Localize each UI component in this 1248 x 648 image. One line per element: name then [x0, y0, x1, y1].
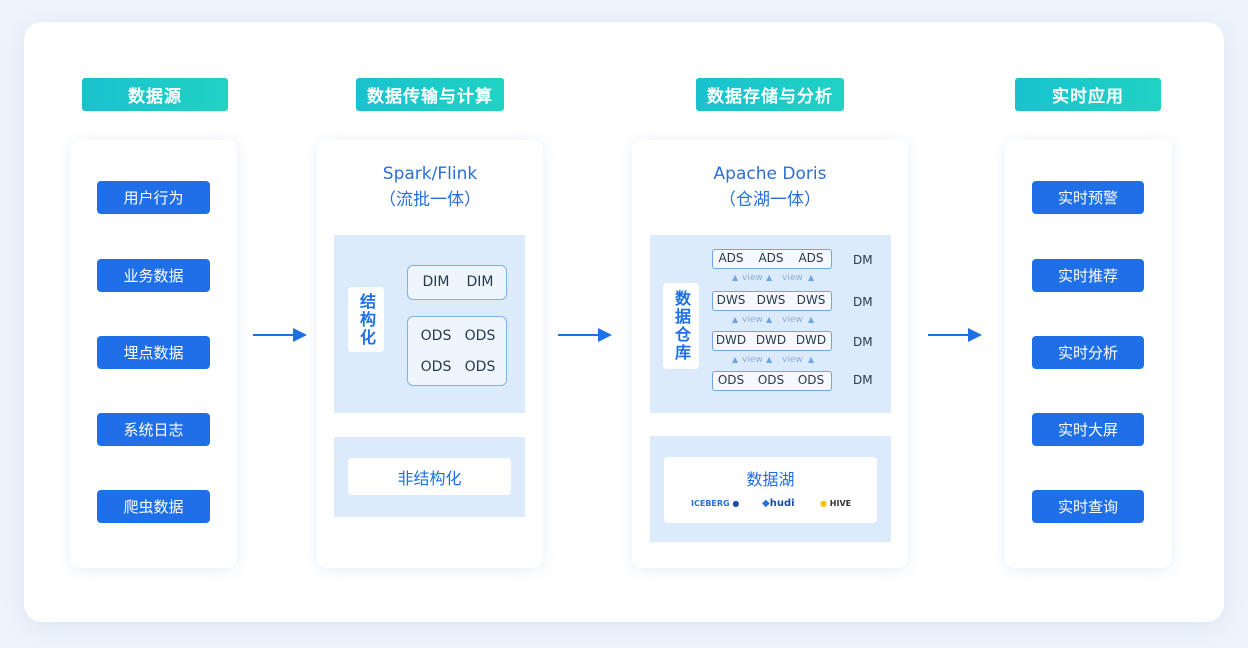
layer-dws: DWS DWS DWS — [712, 291, 832, 311]
app-item: 实时预警 — [1032, 181, 1144, 214]
ods-cell: ODS — [464, 328, 496, 344]
app-item: 实时推荐 — [1032, 259, 1144, 292]
source-item: 爬虫数据 — [97, 490, 210, 523]
lake-card: 数据湖 ICEBERG ● ◆hudi ● HIVE — [664, 457, 877, 523]
hudi-logo: ◆hudi — [762, 498, 795, 509]
layer-cell: ADS — [798, 251, 824, 265]
dm-label: DM — [853, 295, 873, 309]
up-arrow-icon: ▲ — [808, 315, 815, 324]
compute-panel: Spark/Flink （流批一体） 结构化 DIM DIM ODS ODS O… — [317, 140, 543, 568]
header-apps: 实时应用 — [1015, 78, 1161, 111]
iceberg-logo-text: ICEBERG — [691, 499, 730, 508]
layer-ads: ADS ADS ADS — [712, 249, 832, 269]
ods-box: ODS ODS ODS ODS — [407, 316, 507, 386]
up-arrow-icon: ▲ — [808, 355, 815, 364]
ods-cell: ODS — [464, 359, 496, 375]
structured-box: 结构化 DIM DIM ODS ODS ODS ODS — [334, 235, 525, 413]
layer-cell: DWS — [756, 293, 786, 307]
layer-dwd: DWD DWD DWD — [712, 331, 832, 351]
dim-cell: DIM — [466, 274, 494, 290]
dim-cell: DIM — [422, 274, 450, 290]
up-arrow-icon: ▲ — [732, 273, 739, 282]
storage-subtitle: （仓湖一体） — [719, 190, 821, 210]
app-item: 实时大屏 — [1032, 413, 1144, 446]
unstructured-label: 非结构化 — [348, 458, 511, 495]
view-label: view — [742, 273, 763, 283]
dim-box: DIM DIM — [407, 265, 507, 300]
storage-panel: Apache Doris （仓湖一体） 数据仓库 ADS ADS ADS DM … — [632, 140, 908, 568]
up-arrow-icon: ▲ — [766, 273, 773, 282]
lake-box: 数据湖 ICEBERG ● ◆hudi ● HIVE — [650, 436, 891, 542]
layer-cell: ODS — [797, 373, 825, 387]
sources-panel: 用户行为 业务数据 埋点数据 系统日志 爬虫数据 — [70, 140, 237, 568]
lake-label: 数据湖 — [746, 470, 795, 489]
view-label: view — [742, 355, 763, 365]
source-item: 用户行为 — [97, 181, 210, 214]
unstructured-box: 非结构化 — [334, 437, 525, 517]
layer-cell: DWS — [716, 293, 746, 307]
view-label: view — [782, 315, 803, 325]
up-arrow-icon: ▲ — [808, 273, 815, 282]
storage-title: Apache Doris — [713, 164, 827, 184]
compute-subtitle: （流批一体） — [379, 190, 481, 210]
app-item: 实时分析 — [1032, 336, 1144, 369]
warehouse-label: 数据仓库 — [663, 283, 699, 369]
dm-label: DM — [853, 253, 873, 267]
dm-label: DM — [853, 335, 873, 349]
up-arrow-icon: ▲ — [732, 355, 739, 364]
layer-cell: ODS — [757, 373, 785, 387]
iceberg-logo: ICEBERG ● — [691, 499, 740, 508]
flow-arrow — [928, 328, 982, 342]
view-row: ▲ view ▲ view ▲ — [724, 273, 834, 285]
compute-title: Spark/Flink — [382, 164, 478, 184]
structured-label-text: 结构化 — [357, 292, 376, 347]
hive-logo-text: HIVE — [829, 499, 852, 508]
hudi-logo-text: hudi — [769, 498, 795, 509]
layer-ods: ODS ODS ODS — [712, 371, 832, 391]
layer-cell: ADS — [758, 251, 784, 265]
flow-arrow — [558, 328, 612, 342]
layer-cell: DWD — [795, 333, 827, 347]
view-label: view — [782, 273, 803, 283]
header-compute: 数据传输与计算 — [356, 78, 504, 111]
app-item: 实时查询 — [1032, 490, 1144, 523]
source-item: 系统日志 — [97, 413, 210, 446]
layer-cell: ADS — [718, 251, 744, 265]
structured-label: 结构化 — [348, 287, 384, 352]
warehouse-box: 数据仓库 ADS ADS ADS DM ▲ view ▲ view ▲ DWS … — [650, 235, 891, 413]
ods-cell: ODS — [420, 328, 452, 344]
view-row: ▲ view ▲ view ▲ — [724, 355, 834, 367]
source-item: 埋点数据 — [97, 336, 210, 369]
hive-logo: ● HIVE — [820, 499, 852, 508]
source-item: 业务数据 — [97, 259, 210, 292]
ods-cell: ODS — [420, 359, 452, 375]
view-label: view — [782, 355, 803, 365]
up-arrow-icon: ▲ — [766, 315, 773, 324]
header-sources: 数据源 — [82, 78, 228, 111]
layer-cell: DWD — [755, 333, 787, 347]
layer-cell: ODS — [717, 373, 745, 387]
view-row: ▲ view ▲ view ▲ — [724, 315, 834, 327]
warehouse-label-text: 数据仓库 — [672, 290, 691, 362]
dm-label: DM — [853, 373, 873, 387]
flow-arrow — [253, 328, 307, 342]
header-storage: 数据存储与分析 — [696, 78, 844, 111]
apps-panel: 实时预警 实时推荐 实时分析 实时大屏 实时查询 — [1005, 140, 1172, 568]
up-arrow-icon: ▲ — [732, 315, 739, 324]
view-label: view — [742, 315, 763, 325]
layer-cell: DWD — [715, 333, 747, 347]
layer-cell: DWS — [796, 293, 826, 307]
up-arrow-icon: ▲ — [766, 355, 773, 364]
